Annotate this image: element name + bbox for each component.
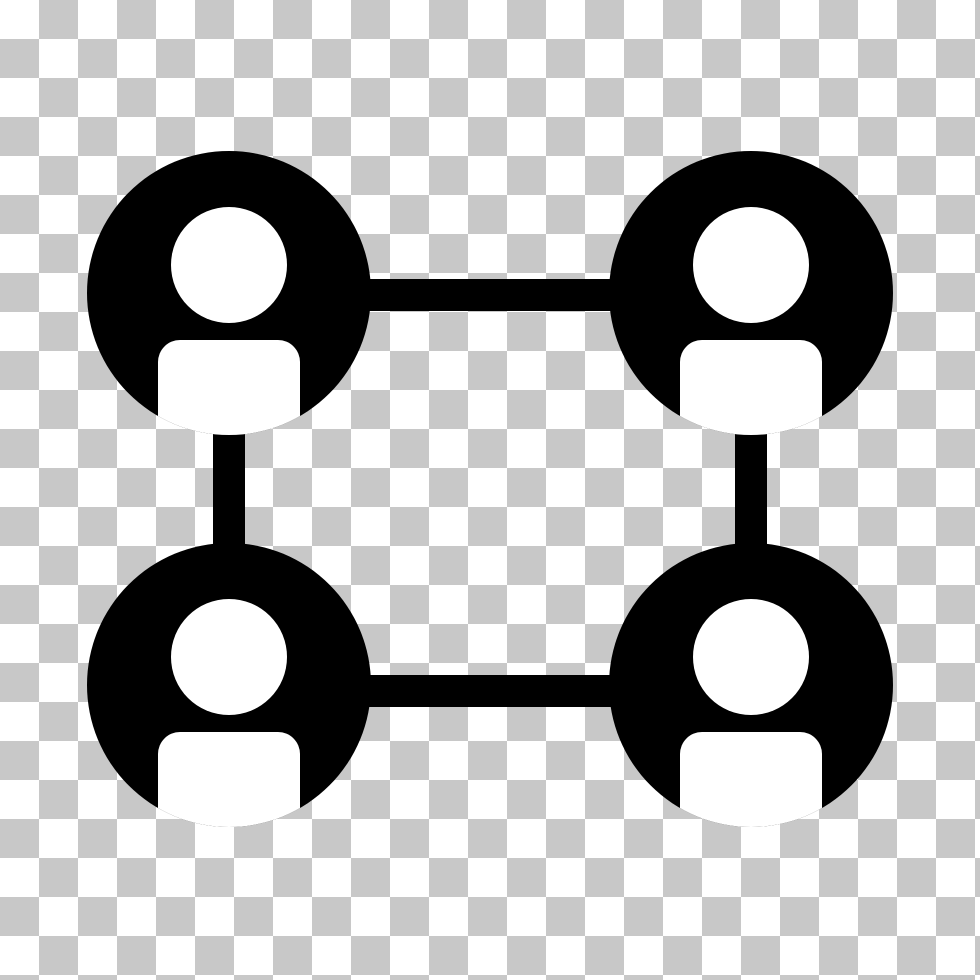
user-node-bottom-left xyxy=(87,543,371,827)
user-icon xyxy=(680,207,822,435)
user-node-bottom-right xyxy=(609,543,893,827)
user-icon xyxy=(158,207,300,435)
user-node-top-left xyxy=(87,151,371,435)
user-icon xyxy=(158,599,300,827)
connector-bottom xyxy=(330,675,650,707)
user-node-top-right xyxy=(609,151,893,435)
user-icon xyxy=(680,599,822,827)
connector-top xyxy=(330,279,650,311)
